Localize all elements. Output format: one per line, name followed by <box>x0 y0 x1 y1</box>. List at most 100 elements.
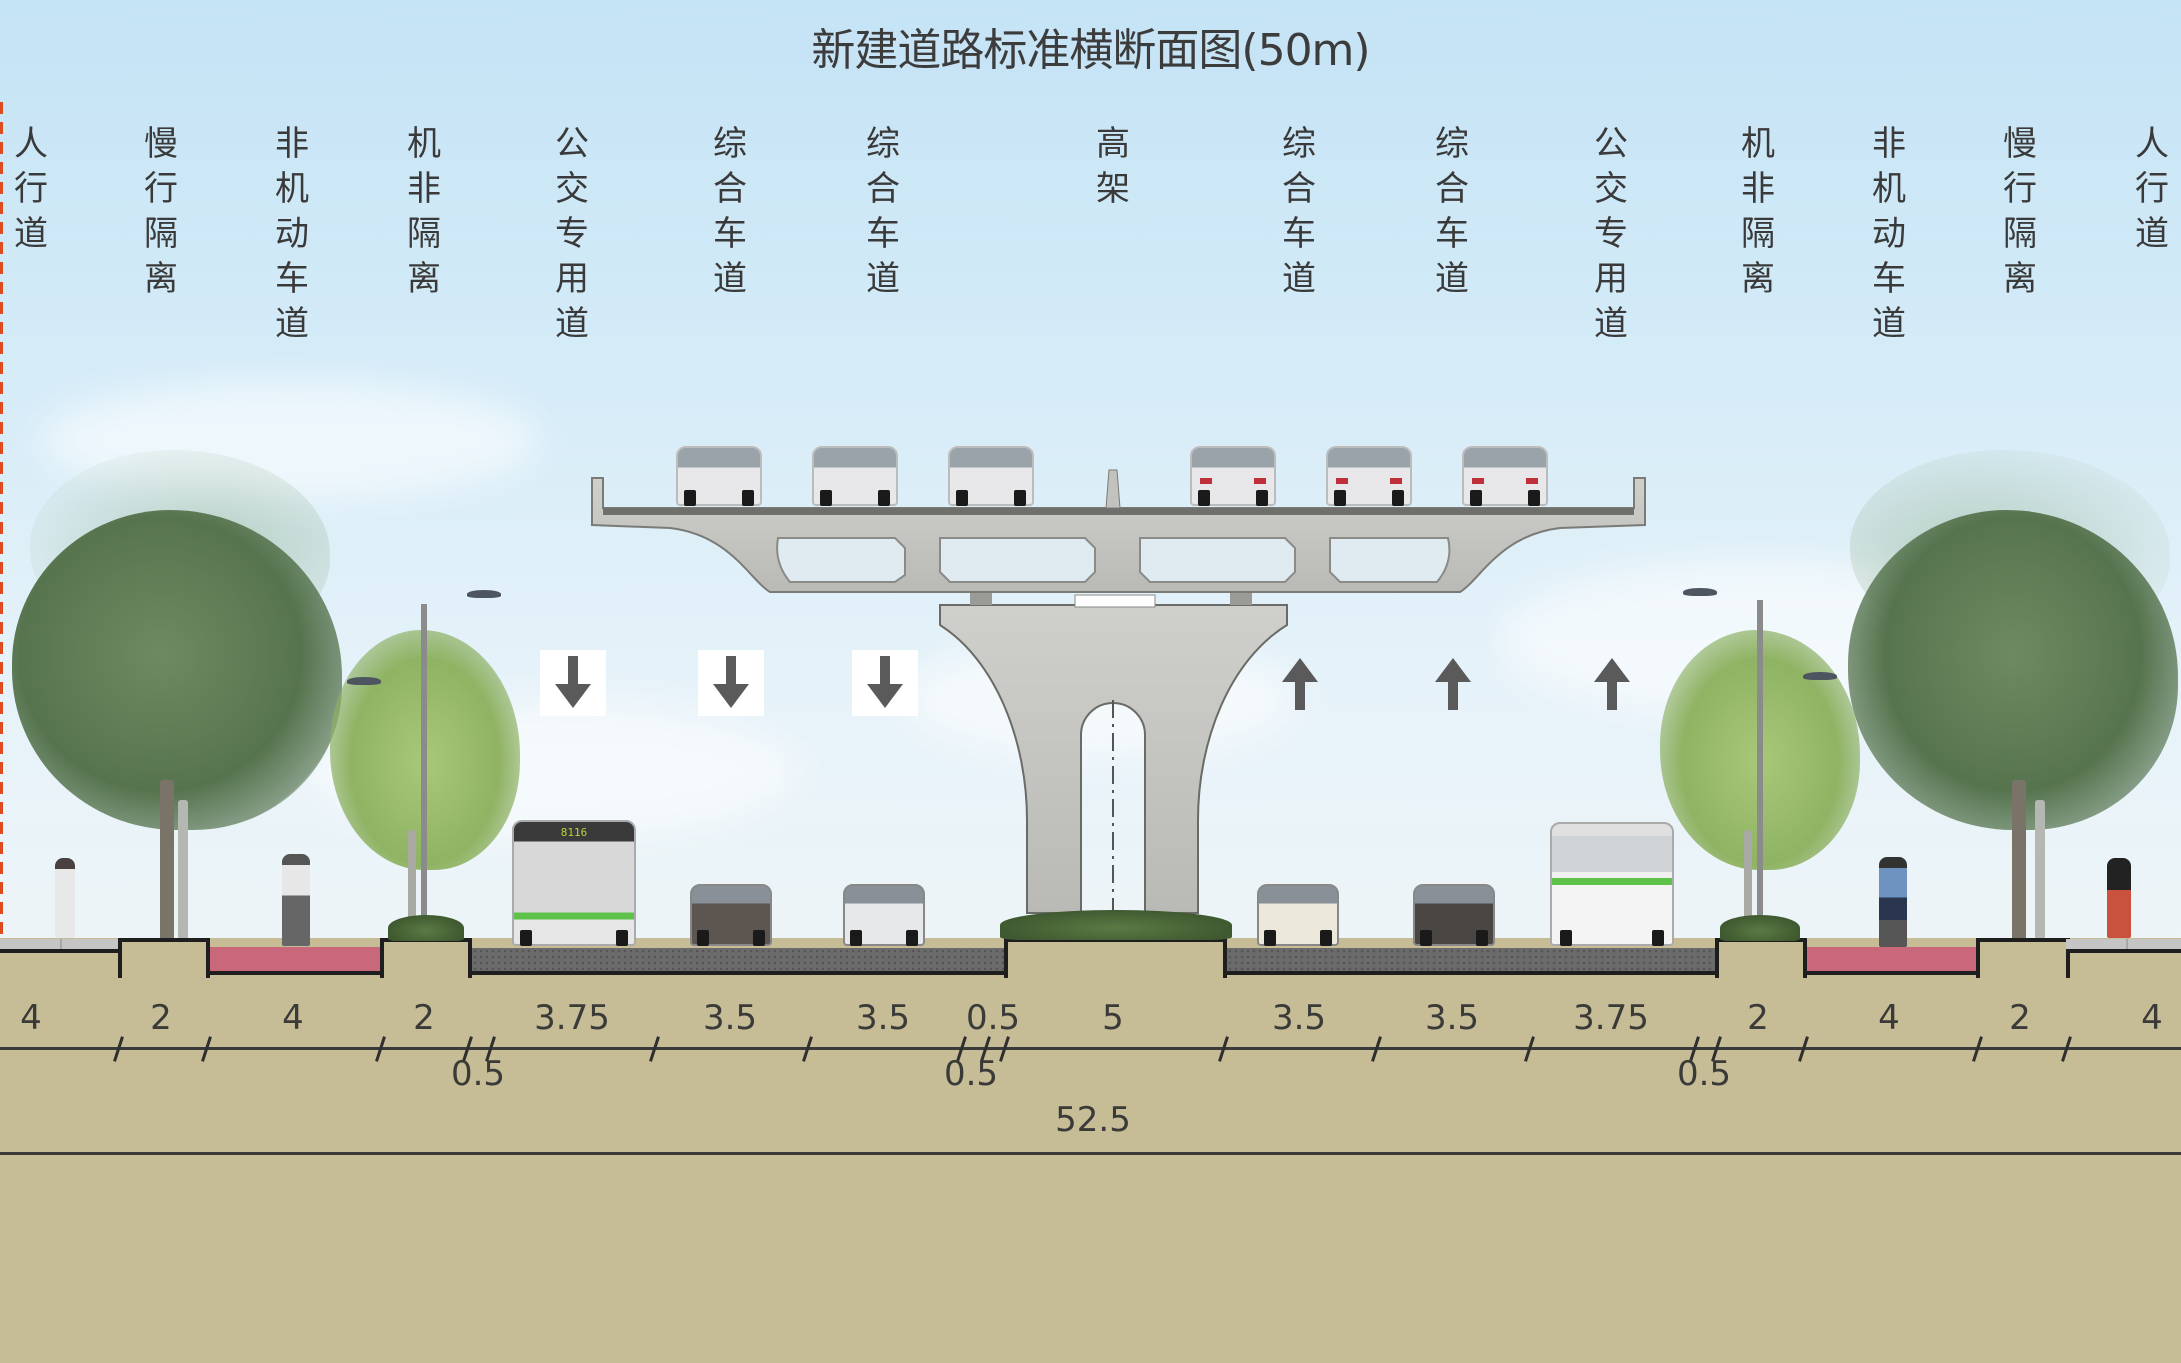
street-lamp-head <box>467 590 501 598</box>
direction-arrow-box <box>540 650 606 716</box>
tail-light <box>1254 478 1266 484</box>
car <box>690 884 772 946</box>
lane-label: 机非隔离 <box>407 124 441 299</box>
dimension-value: 2 <box>1747 998 1769 1038</box>
lane-label: 综合车道 <box>866 124 900 299</box>
motor-nonmotor-separator-right <box>1715 938 1807 978</box>
bus-destination-display: 8116 <box>560 826 588 839</box>
dimension-value: 3.5 <box>855 998 911 1038</box>
car <box>1257 884 1339 946</box>
boundary-dashed-line <box>0 102 3 972</box>
lane-label: 公交专用道 <box>1594 124 1628 344</box>
wheel <box>1560 930 1572 946</box>
car <box>1413 884 1495 946</box>
cyclist-right <box>1879 857 1907 947</box>
pedestrian-left <box>55 858 75 938</box>
diagram-title: 新建道路标准横断面图(50m) <box>811 25 1370 76</box>
lane-label: 综合车道 <box>713 124 747 299</box>
lane-label: 非机动车道 <box>1872 124 1906 344</box>
lane-label: 高架 <box>1096 124 1130 209</box>
lane-label: 慢行隔离 <box>2003 124 2037 299</box>
wheel <box>878 490 890 506</box>
roadway-left <box>468 948 1008 975</box>
dimension-value: 2 <box>150 998 172 1038</box>
wheel <box>742 490 754 506</box>
ground-section <box>0 938 2181 1363</box>
street-lamp-head <box>1803 672 1837 680</box>
wheel <box>1652 930 1664 946</box>
dimension-value: 0.5 <box>450 1054 506 1094</box>
motor-nonmotor-separator-left <box>380 938 472 978</box>
wheel <box>820 490 832 506</box>
tail-light <box>1200 478 1212 484</box>
dimension-value: 2 <box>2009 998 2031 1038</box>
total-width-value: 52.5 <box>1055 1100 1131 1140</box>
lane-label: 综合车道 <box>1435 124 1469 299</box>
lane-label: 公交专用道 <box>555 124 589 344</box>
tail-light <box>1526 478 1538 484</box>
dimension-value: 0.5 <box>1676 1054 1732 1094</box>
car <box>948 446 1034 506</box>
dimension-value: 0.5 <box>965 998 1021 1038</box>
dimension-value: 3.5 <box>1271 998 1327 1038</box>
tail-light <box>1472 478 1484 484</box>
sidewalk-left <box>0 939 121 953</box>
arrow-up-icon <box>1433 656 1473 714</box>
street-lamp-head <box>347 677 381 685</box>
wheel <box>906 930 918 946</box>
wheel <box>520 930 532 946</box>
car <box>843 884 925 946</box>
direction-arrow-box <box>852 650 918 716</box>
roadway-right <box>1223 948 1719 975</box>
street-lamp-pole <box>421 604 427 938</box>
car <box>812 446 898 506</box>
dimension-value: 4 <box>1878 998 1900 1038</box>
cyclist-left <box>282 854 310 946</box>
wheel <box>1198 490 1210 506</box>
wheel <box>1392 490 1404 506</box>
elevated-bridge <box>591 469 1646 975</box>
bike-lane-left <box>206 947 384 975</box>
lane-label: 人行道 <box>2135 124 2169 254</box>
slow-separator-right <box>1976 938 2070 978</box>
wheel <box>1528 490 1540 506</box>
arrow-down-icon <box>553 656 593 714</box>
tail-light <box>1336 478 1348 484</box>
wheel <box>956 490 968 506</box>
bus-rear <box>1550 822 1674 946</box>
bus-front: 8116 <box>512 820 636 946</box>
dimension-value: 4 <box>2141 998 2163 1038</box>
wheel <box>1476 930 1488 946</box>
lane-label: 慢行隔离 <box>144 124 178 299</box>
dimension-value: 2 <box>413 998 435 1038</box>
bike-lane-right <box>1803 947 1980 975</box>
total-dimension-line <box>0 1152 2181 1155</box>
wheel <box>850 930 862 946</box>
dimension-value: 3.5 <box>1424 998 1480 1038</box>
wheel <box>1014 490 1026 506</box>
car <box>676 446 762 506</box>
slow-separator-left <box>118 938 210 978</box>
dimension-value: 4 <box>20 998 42 1038</box>
lane-label: 综合车道 <box>1282 124 1316 299</box>
bridge-pier <box>939 604 1288 914</box>
arrow-down-icon <box>711 656 751 714</box>
car <box>1326 446 1412 506</box>
dimension-value: 0.5 <box>943 1054 999 1094</box>
shrub <box>1720 915 1800 941</box>
car <box>1462 446 1548 506</box>
car <box>1190 446 1276 506</box>
wheel <box>1334 490 1346 506</box>
wheel <box>1256 490 1268 506</box>
dimension-value: 5 <box>1102 998 1124 1038</box>
arrow-up-icon <box>1592 656 1632 714</box>
tail-light <box>1390 478 1402 484</box>
pedestrian-right <box>2107 858 2131 938</box>
wheel <box>1470 490 1482 506</box>
dimension-value: 3.75 <box>1573 998 1649 1038</box>
wheel <box>697 930 709 946</box>
wheel <box>753 930 765 946</box>
street-lamp-pole <box>1757 600 1763 938</box>
lane-label: 人行道 <box>14 124 48 254</box>
wheel <box>616 930 628 946</box>
